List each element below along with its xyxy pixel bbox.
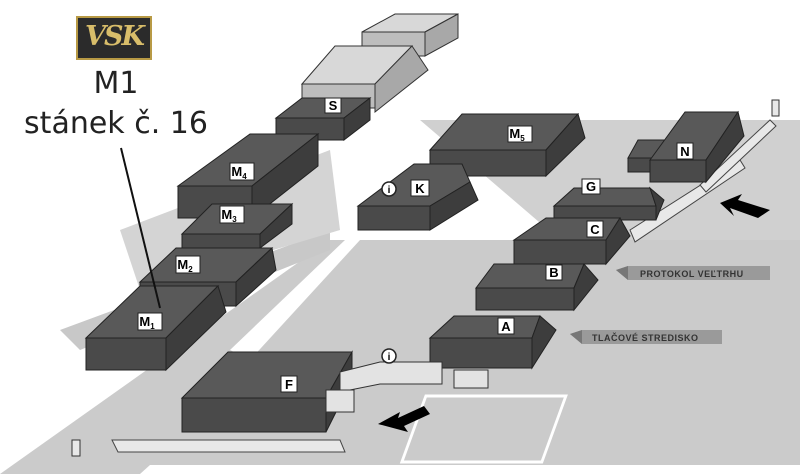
callout-line: [120, 147, 161, 309]
svg-text:M5: M5: [509, 126, 525, 143]
label-N: N: [676, 142, 694, 160]
vsk-logo: VSK: [76, 16, 152, 60]
svg-text:C: C: [590, 222, 600, 237]
hall-B: [475, 263, 599, 312]
label-S: S: [324, 97, 342, 114]
entrance-arrow-icon: [378, 406, 430, 432]
svg-text:i: i: [388, 352, 391, 363]
label-C: C: [586, 220, 604, 238]
info-icon: i: [381, 181, 397, 197]
hall-M1: [84, 285, 227, 372]
label-F: F: [280, 375, 298, 393]
walkway-bottom: [140, 465, 800, 474]
post-1: [71, 439, 81, 457]
svg-text:i: i: [388, 185, 391, 196]
entrance-gate: [325, 361, 489, 413]
post-2: [771, 99, 780, 117]
svg-text:B: B: [549, 265, 558, 280]
label-M1: M1: [137, 312, 163, 331]
walkway-diagonal: [230, 240, 360, 360]
svg-text:M1: M1: [139, 314, 155, 331]
hall-K: [356, 163, 479, 231]
entrance-arrow-icon: [720, 194, 770, 218]
callout-text: M1 stánek č. 16: [0, 64, 232, 144]
sign-tlacove: TLAČOVÉ STREDISKO: [570, 330, 722, 344]
svg-text:M3: M3: [221, 207, 237, 224]
hall-N: [627, 110, 745, 184]
label-B: B: [545, 264, 563, 281]
hall-A: [428, 315, 557, 370]
label-K: K: [410, 179, 430, 197]
svg-text:M4: M4: [231, 164, 247, 181]
svg-text:PROTOKOL VEĽTRHU: PROTOKOL VEĽTRHU: [640, 269, 744, 279]
label-A: A: [497, 317, 515, 335]
fence-bottom: [111, 439, 346, 453]
parking-outline: [399, 394, 568, 464]
callout-stand: stánek č. 16: [24, 106, 208, 141]
info-icon: i: [381, 348, 397, 364]
svg-text:S: S: [329, 98, 338, 113]
fence-right-top: [699, 119, 777, 193]
svg-text:TLAČOVÉ STREDISKO: TLAČOVÉ STREDISKO: [592, 332, 699, 343]
label-M3: M3: [219, 205, 245, 224]
label-M5: M5: [507, 125, 533, 143]
label-M4: M4: [229, 162, 255, 181]
label-M2: M2: [175, 255, 201, 274]
svg-text:K: K: [415, 181, 425, 196]
svg-text:N: N: [680, 144, 689, 159]
svg-text:F: F: [285, 377, 293, 392]
hall-G: [552, 186, 665, 221]
label-G: G: [581, 178, 601, 195]
svg-text:G: G: [586, 179, 596, 194]
svg-text:A: A: [501, 319, 511, 334]
callout-hall: M1: [93, 66, 139, 101]
walkway-top: [340, 165, 420, 195]
sign-protokol: PROTOKOL VEĽTRHU: [616, 266, 770, 280]
svg-text:M2: M2: [177, 257, 193, 274]
